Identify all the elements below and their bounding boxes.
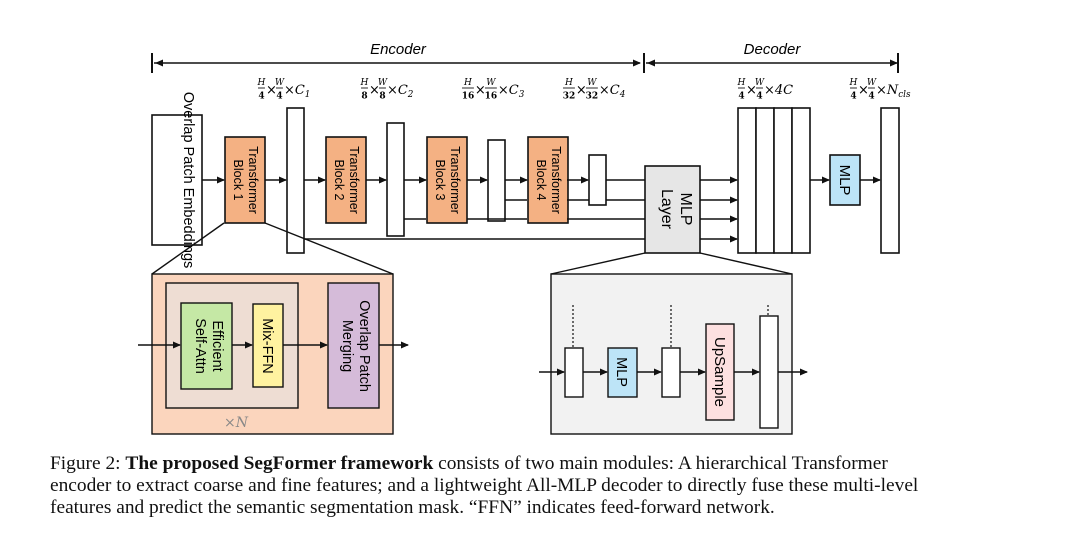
fraction-denominator: 4 [850, 92, 856, 102]
transformer-block-line1: Transformer [246, 146, 260, 214]
times-symbol: × [475, 83, 486, 98]
fraction-denominator: 32 [563, 92, 576, 102]
fraction-denominator: 4 [738, 92, 744, 102]
fraction-denominator: 8 [379, 92, 385, 102]
decoder-label: Decoder [744, 41, 802, 58]
feature-map-2 [386, 122, 405, 237]
embeddings-line1: Overlap Patch Embeddings [180, 92, 196, 269]
transformer-block-line2: Block 2 [332, 160, 346, 201]
fraction-denominator: 4 [276, 92, 282, 102]
times-symbol: × [576, 83, 587, 98]
upsample-label: UpSample [711, 337, 728, 407]
transformer-block-line2: Block 4 [534, 160, 548, 201]
transformer-block-line1: Transformer [549, 146, 563, 214]
fraction-numerator: W [587, 78, 597, 88]
detail-mid-feature [661, 347, 681, 398]
feature-map-4 [588, 154, 607, 206]
fraction-numerator: H [463, 78, 472, 88]
detail-input-feature [564, 347, 584, 398]
encoder-flow-arrows [202, 176, 645, 240]
fraction-denominator: 32 [586, 92, 599, 102]
channel-term: ×C2 [387, 83, 414, 100]
channel-term: ×C4 [599, 83, 625, 100]
ffn-label: Mix-FFN [259, 318, 275, 374]
fraction-denominator: 4 [868, 92, 874, 102]
fraction-numerator: H [360, 78, 369, 88]
encoder-span: Encoder [151, 41, 645, 73]
stage-2-dims: H8×W8×C2 [360, 78, 414, 102]
channel-term: ×C3 [498, 83, 525, 100]
mlp-layer-line1: MLP [677, 193, 694, 226]
feature-map-3 [487, 139, 506, 222]
transformer-block-line2: Block 3 [433, 160, 447, 201]
fraction-denominator: 4 [756, 92, 762, 102]
stage-3-dims: H16×W16×C3 [462, 78, 525, 102]
feature-map-1 [286, 107, 305, 254]
caption-prefix: Figure 2: [50, 453, 126, 474]
attn-line2: Self-Attn [192, 318, 208, 374]
fraction-numerator: W [378, 78, 388, 88]
fraction-numerator: H [564, 78, 573, 88]
merge-line1: Overlap Patch [356, 300, 372, 392]
fraction-denominator: 16 [485, 92, 498, 102]
fraction-denominator: 4 [258, 92, 264, 102]
fraction-denominator: 16 [462, 92, 475, 102]
encoder-zoom-lines [151, 222, 394, 275]
mlp-layer-line2: Layer [658, 189, 675, 230]
stage-4-dims: H32×W32×C4 [563, 78, 626, 102]
figure-caption: Figure 2: The proposed SegFormer framewo… [50, 453, 1040, 519]
caption-title: The proposed SegFormer framework [125, 453, 434, 474]
decoder-span: Decoder [646, 41, 899, 73]
fraction-numerator: W [275, 78, 285, 88]
fraction-numerator: H [849, 78, 858, 88]
decoder-detail-panel: MLP UpSample [550, 273, 793, 435]
times-symbol: × [746, 83, 757, 98]
segformer-diagram: Encoder Decoder H4×W4×C1H8×W8×C2H16×W16×… [138, 41, 911, 435]
encoder-detail-panel: Efficient Self-Attn Mix-FFN Overlap Patc… [151, 273, 394, 435]
caption-line-3: features and predict the semantic segmen… [50, 497, 775, 518]
decoder-mlp-label: MLP [836, 165, 853, 196]
channel-term: ×Ncls [876, 83, 911, 100]
decoder-mlp: MLP [829, 154, 861, 206]
repeat-label: ×N [224, 415, 249, 431]
stage-1-dims: H4×W4×C1 [257, 78, 311, 102]
merge-line2: Merging [339, 320, 355, 372]
times-symbol: × [858, 83, 869, 98]
overlap-patch-embeddings: Overlap Patch Embeddings [151, 92, 203, 269]
transformer-block-line1: Transformer [347, 146, 361, 214]
detail-mlp-label: MLP [613, 357, 629, 387]
attn-line1: Efficient [209, 320, 225, 371]
detail-output-feature [759, 315, 779, 429]
fraction-denominator: 8 [361, 92, 367, 102]
transformer-block-line1: Transformer [448, 146, 462, 214]
caption-line1-rest: consists of two main modules: A hierarch… [433, 453, 888, 474]
channel-term: ×C1 [284, 83, 310, 100]
caption-line-2: encoder to extract coarse and fine featu… [50, 475, 919, 496]
fraction-numerator: W [867, 78, 877, 88]
concat-dims: H4×W4×4C [737, 78, 794, 102]
concatenated-features [737, 107, 811, 254]
times-symbol: × [369, 83, 380, 98]
fraction-numerator: H [737, 78, 746, 88]
mlp-layer: MLP Layer [644, 165, 701, 254]
times-symbol: × [266, 83, 277, 98]
channel-term: ×4C [764, 83, 793, 98]
fraction-numerator: H [257, 78, 266, 88]
fraction-numerator: W [755, 78, 765, 88]
mlp-layer-output-arrows [700, 176, 738, 243]
segmentation-output [880, 107, 900, 254]
output-dims: H4×W4×Ncls [849, 78, 911, 102]
transformer-block-line2: Block 1 [231, 160, 245, 201]
caption-line-1: Figure 2: The proposed SegFormer framewo… [50, 453, 1040, 475]
encoder-label: Encoder [370, 41, 427, 58]
fraction-numerator: W [486, 78, 496, 88]
decoder-zoom-lines [550, 252, 793, 275]
